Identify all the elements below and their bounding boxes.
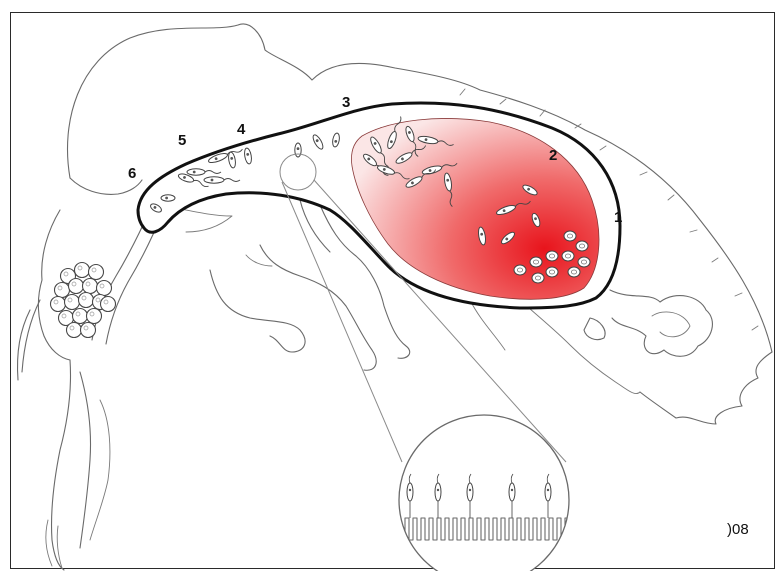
stage-label-3: 3	[342, 94, 350, 111]
blood-cell-icon	[564, 231, 576, 241]
stage-label-2: 2	[549, 147, 557, 164]
blood-cell-icon	[530, 257, 542, 267]
stage-label-1: 1	[614, 209, 622, 226]
blood-cell-icon	[562, 251, 574, 261]
gland-lobe	[87, 309, 102, 324]
blood-cell-icon	[514, 265, 526, 275]
gland-lobe	[51, 297, 66, 312]
gland-lobe	[75, 263, 90, 278]
blood-cell-icon	[546, 267, 558, 277]
gland-lobe	[73, 309, 88, 324]
blood-cell-icon	[578, 257, 590, 267]
figure-code: )08	[727, 521, 749, 538]
gland-lobe	[65, 295, 80, 310]
gland-lobe	[69, 279, 84, 294]
blood-cell-icon	[546, 251, 558, 261]
gland-lobe	[97, 281, 112, 296]
gland-lobe	[101, 297, 116, 312]
stage-label-6: 6	[128, 165, 136, 182]
parasite-cell-icon	[161, 195, 175, 201]
parasite-cell-icon	[295, 143, 301, 157]
blood-cell-icon	[568, 267, 580, 277]
gland-lobe	[89, 265, 104, 280]
blood-cell-icon	[532, 273, 544, 283]
gland-lobe	[55, 283, 70, 298]
stage-label-5: 5	[178, 132, 186, 149]
stage-label-4: 4	[237, 121, 246, 138]
blood-cell-icon	[576, 241, 588, 251]
gland-lobe	[83, 279, 98, 294]
salivary-gland-icon	[51, 263, 116, 338]
figure-frame	[11, 13, 775, 569]
gland-lobe	[81, 323, 96, 338]
gland-lobe	[79, 293, 94, 308]
gland-lobe	[67, 323, 82, 338]
